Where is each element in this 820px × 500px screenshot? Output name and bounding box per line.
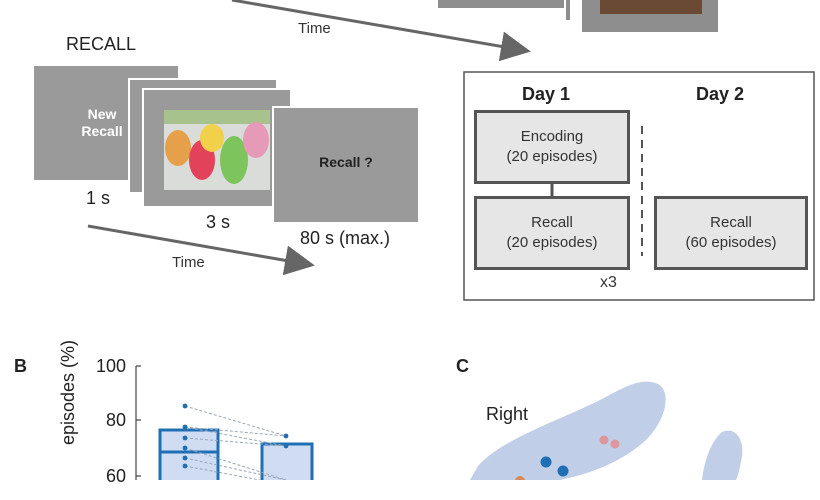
brain-hippocampus-right (470, 381, 666, 480)
top-card-face (580, 0, 720, 34)
brain-hippocampus-right-2 (702, 430, 743, 480)
recall-card-image (142, 88, 292, 208)
card-recall-question-text: Recall ? (319, 154, 373, 170)
duration-1s: 1 s (86, 188, 111, 208)
b-box-2 (260, 442, 314, 480)
top-card-partial-1 (436, 0, 566, 10)
panel-c-letter: C (456, 356, 469, 376)
recall-time-label: Time (172, 254, 205, 271)
duration-3s: 3 s (206, 212, 231, 232)
b-points (182, 403, 289, 469)
b-tick-label-60: 60 (106, 466, 127, 486)
recall-day1-count: (20 episodes) (506, 234, 598, 251)
design-frame (463, 71, 815, 301)
balloon-image (164, 110, 270, 190)
encoding-box: Encoding (20 episodes) (474, 110, 630, 184)
encoding-count: (20 episodes) (506, 148, 598, 165)
recall-day2-text: Recall (710, 214, 752, 231)
diagram-lines (87, 0, 815, 480)
face-image (600, 0, 702, 14)
top-time-label: Time (298, 20, 331, 37)
recall-time-arrow (87, 224, 315, 276)
panel-b-letter: B (14, 356, 27, 376)
b-box-1 (158, 428, 220, 480)
recall-day2-count: (60 episodes) (685, 234, 777, 251)
recall-day2-box: Recall (60 episodes) (654, 196, 808, 270)
recall-day1-text: Recall (531, 214, 573, 231)
recall-title: RECALL (66, 34, 137, 54)
c-points (515, 435, 620, 480)
day1-label: Day 1 (522, 84, 571, 104)
encoding-text: Encoding (520, 128, 584, 145)
card-new-recall-text: New Recall (81, 106, 123, 139)
b-tick-label-80: 80 (106, 410, 127, 430)
top-card-edge (566, 0, 570, 20)
b-paired-lines (184, 405, 287, 480)
panel-c-right-label: Right (486, 404, 529, 424)
top-time-arrow (231, 0, 531, 62)
b-tick-label-100: 100 (96, 356, 127, 376)
recall-day1-box: Recall (20 episodes) (474, 196, 630, 270)
day2-label: Day 2 (696, 84, 745, 104)
recall-card-question: Recall ? (272, 106, 420, 224)
duration-80s: 80 s (max.) (300, 228, 391, 248)
repeat-label: x3 (600, 274, 617, 291)
